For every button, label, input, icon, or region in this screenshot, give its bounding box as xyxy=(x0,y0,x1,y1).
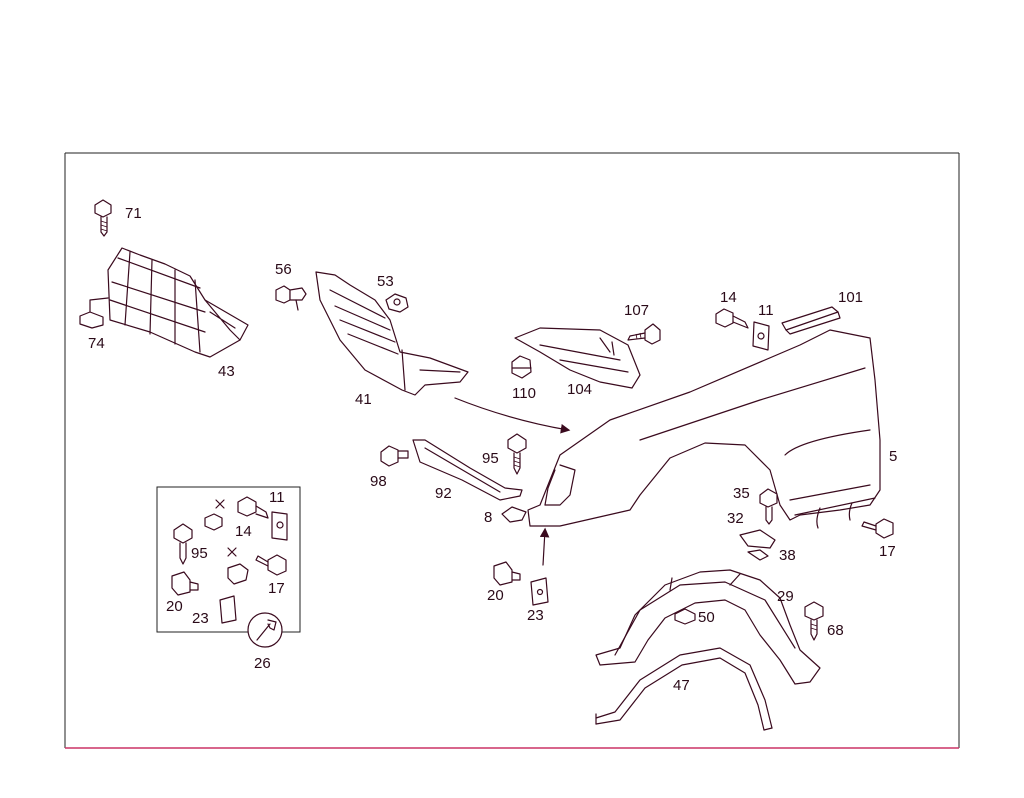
label-23-main: 23 xyxy=(527,607,544,624)
bolt-17-icon xyxy=(861,518,894,539)
wrench-tool-icon xyxy=(247,612,283,648)
inset-bolt-14-icon xyxy=(237,496,269,519)
fender-5-icon xyxy=(527,329,881,529)
label-35: 35 xyxy=(733,485,750,502)
clip-11-icon xyxy=(752,321,770,351)
label-104: 104 xyxy=(567,381,592,398)
inset-clipnut-20-icon xyxy=(171,571,199,596)
nut-110-icon xyxy=(511,355,532,379)
bracket-92-icon xyxy=(412,439,523,501)
label-38: 38 xyxy=(779,547,796,564)
label-95-inset: 95 xyxy=(191,545,208,562)
label-50: 50 xyxy=(698,609,715,626)
clipnut-20-icon xyxy=(493,561,521,586)
label-26: 26 xyxy=(254,655,271,672)
label-101: 101 xyxy=(838,289,863,306)
label-5: 5 xyxy=(889,448,897,465)
label-53: 53 xyxy=(377,273,394,290)
nut-53-icon xyxy=(385,293,409,313)
label-17-main: 17 xyxy=(879,543,896,560)
bolt-14-icon xyxy=(715,308,749,329)
label-14-top: 14 xyxy=(720,289,737,306)
label-41: 41 xyxy=(355,391,372,408)
nut-50-icon xyxy=(674,608,696,625)
bolt-98-icon xyxy=(380,445,409,467)
duct-41-icon xyxy=(315,271,469,396)
clip-23-icon xyxy=(530,577,549,606)
label-14-inset: 14 xyxy=(235,523,252,540)
rivet-56-icon xyxy=(275,285,307,311)
label-68: 68 xyxy=(827,622,844,639)
clip-74-icon xyxy=(79,297,109,329)
bolt-35-icon xyxy=(759,488,778,525)
label-56: 56 xyxy=(275,261,292,278)
label-20-inset: 20 xyxy=(166,598,183,615)
label-98: 98 xyxy=(370,473,387,490)
inset-bolt-95-icon xyxy=(173,523,193,565)
label-11-top: 11 xyxy=(758,302,774,319)
inset-nut-14-icon xyxy=(204,499,225,531)
liner-29-icon xyxy=(595,569,821,685)
label-95-main: 95 xyxy=(482,450,499,467)
inset-box xyxy=(156,486,301,633)
arrow-duct-to-fender xyxy=(454,397,571,434)
label-92: 92 xyxy=(435,485,452,502)
inset-clip-11-icon xyxy=(271,511,288,541)
label-32: 32 xyxy=(727,510,744,527)
inset-clip-23-icon xyxy=(219,595,237,624)
deflector-104-icon xyxy=(514,327,641,389)
label-23-inset: 23 xyxy=(192,610,209,627)
inset-clip-icon xyxy=(227,547,249,585)
liner-47-icon xyxy=(595,647,773,731)
label-20-main: 20 xyxy=(487,587,504,604)
label-11-inset: 11 xyxy=(269,489,285,506)
clip-8-icon xyxy=(501,506,527,523)
label-74: 74 xyxy=(88,335,105,352)
label-71: 71 xyxy=(125,205,142,222)
clip-38-icon xyxy=(747,549,769,561)
label-29: 29 xyxy=(777,588,794,605)
label-43: 43 xyxy=(218,363,235,380)
screw-107-icon xyxy=(627,323,661,345)
label-17-inset: 17 xyxy=(268,580,285,597)
label-110: 110 xyxy=(512,385,536,402)
label-47: 47 xyxy=(673,677,690,694)
inset-bolt-17-icon xyxy=(255,554,287,576)
bolt-95-icon xyxy=(507,433,527,475)
diagram-frame xyxy=(64,152,960,749)
label-107: 107 xyxy=(624,302,649,319)
bracket-32-icon xyxy=(739,529,776,549)
grille-43-icon xyxy=(107,247,249,358)
bolt-71-icon xyxy=(94,199,112,237)
label-8: 8 xyxy=(484,509,492,526)
callout-labels: 71 74 43 56 53 41 107 110 104 14 11 101 … xyxy=(88,205,897,694)
arrow-bracket-to-fender xyxy=(539,527,550,566)
strip-101-icon xyxy=(781,306,841,335)
bolt-68-icon xyxy=(804,601,824,641)
